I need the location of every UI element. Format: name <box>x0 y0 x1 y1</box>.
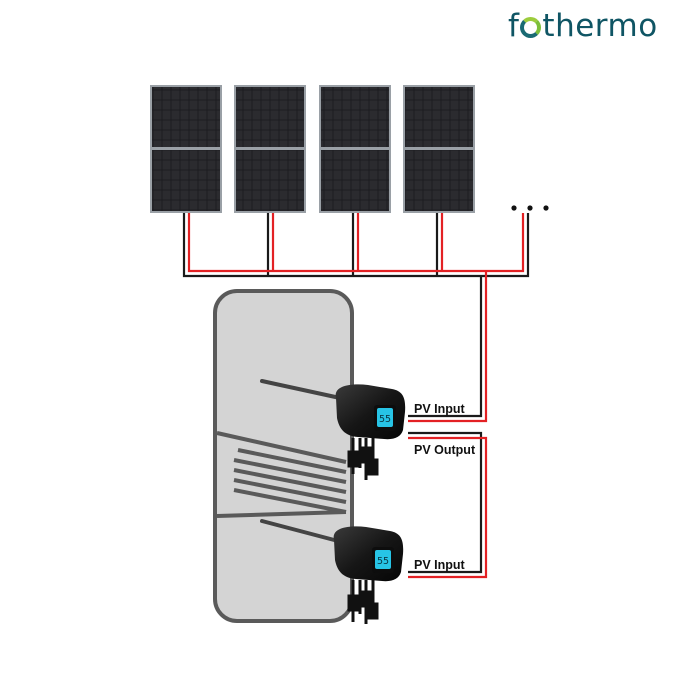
label-pv-input-top: PV Input <box>414 402 465 416</box>
heating-coil <box>216 431 347 518</box>
device-wiring <box>408 271 488 579</box>
continuation-dots <box>511 205 549 211</box>
panel-wiring <box>182 213 530 278</box>
label-pv-output: PV Output <box>414 443 476 457</box>
pv-heater-controller-top: 55 <box>335 384 406 480</box>
solar-panel-4 <box>403 85 475 213</box>
solar-panel-3 <box>319 85 391 213</box>
device-display-top: 55 <box>379 414 391 425</box>
device-display-bottom: 55 <box>377 556 389 567</box>
heating-rod-bottom <box>260 519 340 543</box>
label-pv-input-bottom: PV Input <box>414 558 465 572</box>
heating-rod-top <box>260 379 342 400</box>
brand-text-rest: thermo <box>542 8 658 44</box>
brand-text-f: f <box>508 8 520 44</box>
pv-heater-controller-bottom: 55 <box>333 526 404 624</box>
device-cables <box>347 580 379 624</box>
brand-ring-icon <box>520 16 542 38</box>
solar-panel-2 <box>234 85 306 213</box>
water-tank <box>213 289 354 623</box>
solar-panel-1 <box>150 85 222 213</box>
device-cables <box>347 438 379 480</box>
